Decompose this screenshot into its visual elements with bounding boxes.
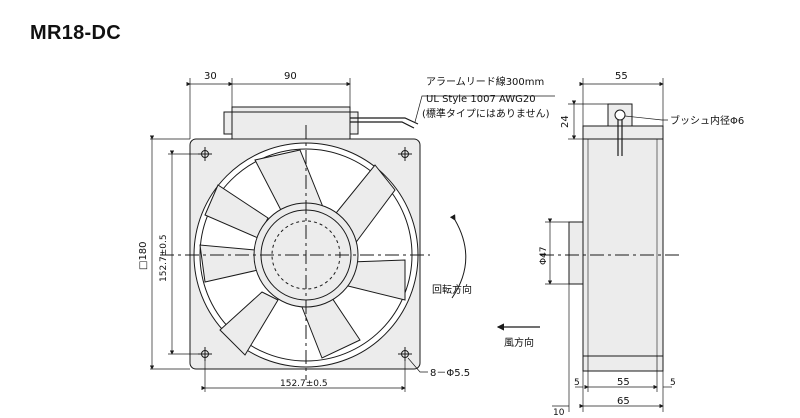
dim-55-bottom-label: 55 [617,377,630,388]
dim-5-left-label: 5 [574,378,580,388]
rotation-label: 回転方向 [432,283,472,296]
dim-180-label: □180 [138,241,149,270]
airflow-label: 風方向 [504,336,534,349]
dim-152-horizontal-label: 152.7±0.5 [280,379,328,389]
side-view [540,78,680,412]
dim-65-label: 65 [617,396,630,407]
dim-152-vertical-label: 152.7±0.5 [159,234,169,282]
dim-90-label: 90 [284,71,297,82]
dim-55-top-label: 55 [615,71,628,82]
bushing-label: ブッシュ内径Φ6 [670,114,744,127]
page-title: MR18-DC [30,22,121,44]
mounting-holes-label: 8－Φ5.5 [430,368,470,379]
lead-wire-label: アラームリード線300mm [426,75,544,88]
dim-5-right-label: 5 [670,378,676,388]
dim-24-label: 24 [560,115,571,128]
lead-style-label: UL Style 1007 AWG20 [426,94,536,105]
front-view [149,78,555,392]
dim-47-label: Φ47 [539,246,549,265]
dim-30-label: 30 [204,71,217,82]
lead-note-label: (標準タイプにはありません) [422,107,550,120]
dim-10-label: 10 [553,408,565,418]
